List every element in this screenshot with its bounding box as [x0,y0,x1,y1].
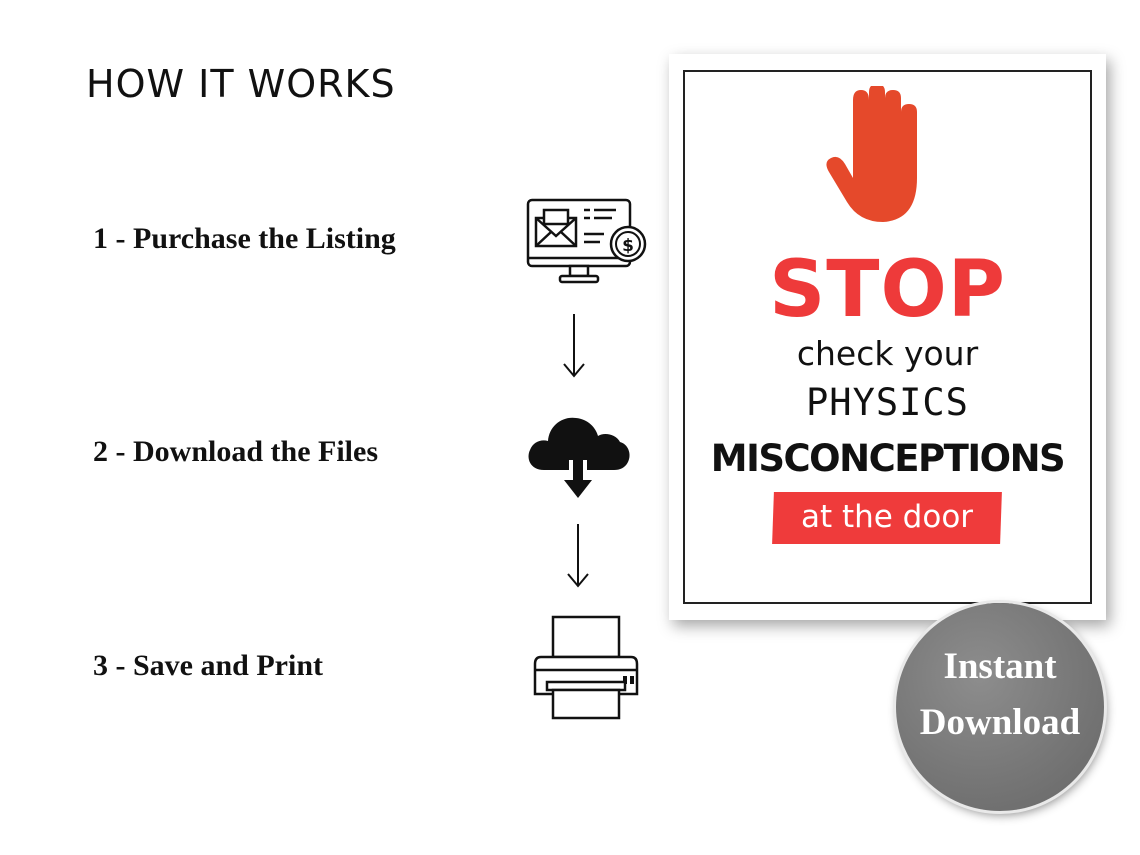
page-heading: HOW IT WORKS [86,62,396,106]
poster-line-door: at the door [800,499,974,535]
poster-line-physics: PHYSICS [806,381,969,424]
cloud-download-icon [528,417,630,498]
down-arrow-icon [567,524,589,588]
down-arrow-icon [563,314,585,378]
step-2-label: 2 - Download the Files [93,435,378,468]
stop-hand-icon [826,86,917,222]
poster-preview: STOP check your PHYSICS MISCONCEPTIONS a… [669,54,1106,620]
instant-download-badge: Instant Download [896,603,1104,811]
step-1-label: 1 - Purchase the Listing [93,222,396,255]
printer-icon [533,615,639,720]
poster-frame: STOP check your PHYSICS MISCONCEPTIONS a… [683,70,1092,604]
poster-line-check: check your [796,334,979,373]
badge-line-1: Instant [943,646,1057,687]
computer-email-payment-icon: $ [526,198,647,284]
poster-line-misconceptions: MISCONCEPTIONS [710,437,1066,480]
svg-text:$: $ [622,236,634,256]
badge-line-2: Download [919,702,1081,743]
poster-stop-text: STOP [769,245,1006,335]
step-3-label: 3 - Save and Print [93,649,324,682]
